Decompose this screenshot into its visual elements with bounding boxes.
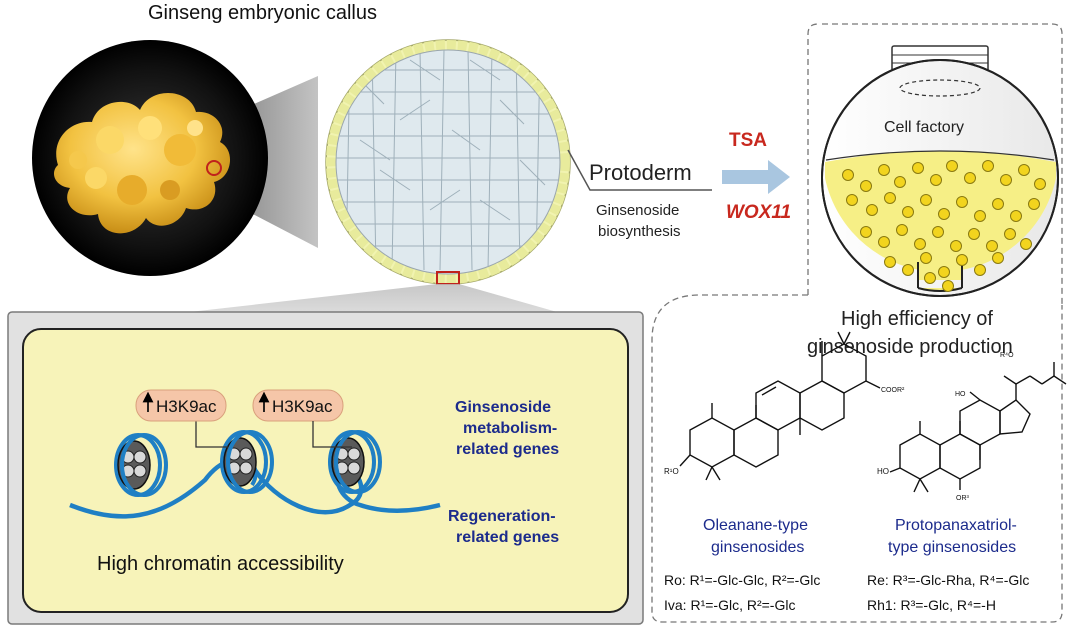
ppt-r3: OR³ [956, 495, 970, 502]
cell-particles [842, 160, 1046, 292]
cell-particle [842, 169, 854, 181]
cell-particle [914, 238, 926, 250]
cell-particle [860, 226, 872, 238]
genes1-line1: Ginsenoside [455, 399, 551, 416]
ppt-structure [889, 362, 1067, 493]
parenchyma-cells [336, 50, 560, 271]
cell-particle [846, 194, 858, 206]
oleanane-r2: COOR² [881, 387, 905, 394]
cell-particle [930, 174, 942, 186]
tsa-label: TSA [729, 130, 767, 151]
protoderm-leader [567, 149, 712, 191]
cell-particle [956, 196, 968, 208]
oleanane-structure [679, 331, 881, 481]
genes1-line2: metabolism- [463, 420, 557, 437]
cell-particle [968, 228, 980, 240]
ppt-name-line1: Protopanaxatriol- [895, 517, 1017, 534]
cell-particle [974, 210, 986, 222]
cell-particle [1020, 238, 1032, 250]
mark-connector-2 [312, 421, 352, 448]
dna-strand [69, 457, 441, 519]
cell-particle [920, 252, 932, 264]
cell-particle [1000, 174, 1012, 186]
cell-particle [1028, 198, 1040, 210]
cell-particle [860, 180, 872, 192]
cell-particle [946, 160, 958, 172]
treatment-arrow [722, 160, 790, 194]
nucleosome-2 [220, 430, 274, 494]
genes1-line3: related genes [456, 441, 559, 458]
cell-particle [920, 194, 932, 206]
production-dashed-box [651, 294, 1063, 623]
nucleosome-1 [114, 433, 168, 497]
cell-particle [902, 206, 914, 218]
h3k9ac-mark-1: H3K9ac [135, 389, 227, 422]
protoderm-sub-line1: Ginsenoside [596, 202, 679, 219]
cell-particle [894, 176, 906, 188]
protoderm-sub-line2: biosynthesis [598, 223, 681, 240]
cell-particle [878, 164, 890, 176]
cell-particle [974, 264, 986, 276]
cell-particle [956, 254, 968, 266]
cell-particle [884, 192, 896, 204]
ppt-name-line2: type ginsenosides [888, 539, 1016, 556]
oleanane-iva: Iva: R¹=-Glc, R²=-Glc [664, 597, 795, 613]
cell-particle [942, 280, 954, 292]
h3k9ac-label-2: H3K9ac [272, 397, 333, 416]
callus-section [325, 39, 571, 285]
ppt-r4: R⁴O [1000, 352, 1014, 359]
cell-particle [964, 172, 976, 184]
ppt-re: Re: R³=-Glc-Rha, R⁴=-Glc [867, 572, 1029, 588]
cell-particle [938, 266, 950, 278]
oleanane-name-line2: ginsenosides [711, 539, 804, 556]
h3k9ac-mark-2: H3K9ac [252, 389, 344, 422]
callus-photo [54, 92, 231, 234]
cell-particle [986, 240, 998, 252]
ppt-rh1: Rh1: R³=-Glc, R⁴=-H [867, 597, 996, 613]
cell-particle [982, 160, 994, 172]
cell-particle [884, 256, 896, 268]
cell-particle [992, 198, 1004, 210]
ppt-ho1: HO [955, 391, 966, 398]
mark-connector [195, 421, 228, 448]
cell-particle [912, 162, 924, 174]
cell-particle [938, 208, 950, 220]
protoderm-label: Protoderm [589, 160, 692, 185]
title: Ginseng embryonic callus [148, 2, 377, 24]
oleanane-r1: R¹O [664, 467, 679, 476]
oleanane-ro: Ro: R¹=-Glc-Glc, R²=-Glc [664, 572, 820, 588]
cell-particle [902, 264, 914, 276]
h3k9ac-label-1: H3K9ac [156, 397, 217, 416]
cell-particle [924, 272, 936, 284]
production-line1: High efficiency of [841, 308, 993, 330]
wox11-label: WOX11 [726, 202, 791, 223]
cell-particle [896, 224, 908, 236]
nucleosome-3 [328, 430, 382, 494]
cell-particle [950, 240, 962, 252]
cell-particle [1010, 210, 1022, 222]
genes2-line1: Regeneration- [448, 508, 556, 525]
cell-particle [992, 252, 1004, 264]
oleanane-name-line1: Oleanane-type [703, 517, 808, 534]
accessibility-label: High chromatin accessibility [97, 553, 344, 575]
genes2-line2: related genes [456, 529, 559, 546]
cell-particle [1004, 228, 1016, 240]
ppt-ho2: HO [877, 467, 889, 476]
cell-particle [932, 226, 944, 238]
cell-particle [1018, 164, 1030, 176]
cell-particle [878, 236, 890, 248]
cell-factory-label: Cell factory [884, 119, 964, 136]
cell-particle [866, 204, 878, 216]
factory-dashed-box [807, 23, 1063, 305]
cell-particle [1034, 178, 1046, 190]
